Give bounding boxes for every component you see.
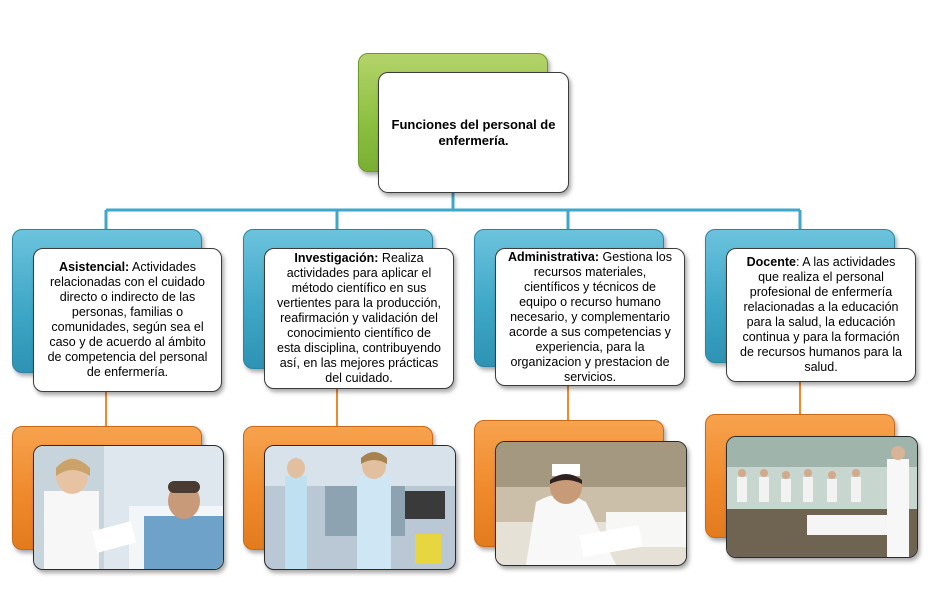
branch-text: Realiza actividades para aplicar el méto… — [277, 251, 441, 385]
classroom-photo — [726, 436, 918, 558]
branch-text: Gestiona los recursos materiales, cientí… — [509, 249, 672, 384]
root-title: Funciones del personal de enfermería. — [391, 116, 556, 148]
branch-heading: Asistencial: — [59, 260, 130, 274]
nurse-with-patient-photo — [33, 445, 224, 570]
root-node: Funciones del personal de enfermería. — [378, 72, 569, 193]
branch-text: Actividades relacionadas con el cuidado … — [47, 260, 208, 379]
branch-docente: Docente: A las actividades que realiza e… — [726, 248, 916, 382]
nurses-in-lab-image — [265, 446, 455, 569]
branch-heading: Investigación: — [294, 251, 379, 265]
branch-asistencial: Asistencial: Actividades relacionadas co… — [33, 248, 222, 392]
nurse-writing-image — [496, 442, 686, 565]
classroom-image — [727, 437, 917, 557]
branch-heading: Docente — [746, 255, 796, 269]
branch-text: : A las actividades que realiza el perso… — [740, 255, 902, 374]
branch-heading: Administrativa: — [508, 249, 600, 264]
branch-investigacion: Investigación: Realiza actividades para … — [264, 248, 454, 389]
nurses-in-lab-photo — [264, 445, 456, 570]
nurse-with-patient-image — [34, 446, 223, 569]
nurse-writing-photo — [495, 441, 687, 566]
branch-administrativa: Administrativa: Gestiona los recursos ma… — [495, 248, 685, 386]
